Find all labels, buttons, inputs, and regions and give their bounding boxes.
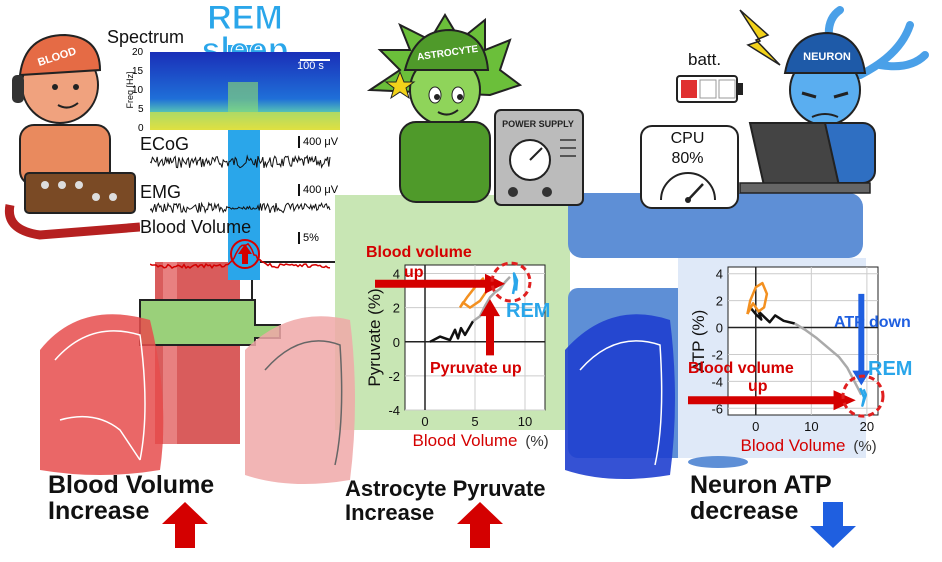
x-axis-unit: (%)	[853, 438, 876, 455]
astro-label-line1: Astrocyte Pyruvate	[345, 476, 546, 501]
vessel-highlight	[163, 262, 177, 444]
freq-tick-0: 0	[138, 123, 144, 134]
freq-tick-15: 15	[132, 66, 144, 77]
x-tick-label: 10	[518, 414, 532, 429]
blood-up-arrow-icon	[162, 502, 208, 548]
blood-volume-trace	[150, 239, 331, 270]
series-line-1	[746, 281, 769, 315]
spectrogram	[150, 52, 340, 130]
x-tick-label: 10	[804, 419, 818, 434]
blood-label-line1: Blood Volume	[48, 471, 215, 499]
bv-scale: 5%	[298, 232, 319, 244]
bv-up-label-line2: up	[748, 378, 768, 395]
y-tick-label: 0	[716, 321, 723, 336]
emg-label: EMG	[140, 182, 182, 202]
y-tick-label: 2	[716, 294, 723, 309]
x-axis-unit: (%)	[525, 433, 548, 450]
pyruvate-up-arrow-icon	[480, 299, 500, 356]
rem-highlight-circle	[490, 261, 532, 303]
neuron-top-bar	[568, 193, 863, 258]
ecog-label: ECoG	[140, 134, 190, 154]
y-tick-label: -4	[711, 374, 723, 389]
ecog-scale: 400 μV	[298, 136, 338, 148]
neuron-label-line1: Neuron ATP	[690, 471, 832, 499]
y-axis-label: ATP (%)	[689, 310, 708, 373]
battery-label: batt.	[688, 50, 722, 69]
power-supply-text: POWER SUPPLY	[502, 119, 574, 129]
neuron-character: NEURON	[739, 6, 929, 194]
emg-trace	[150, 201, 331, 214]
series-line-0	[749, 306, 795, 325]
x-axis-label: Blood Volume	[741, 436, 846, 455]
emg-scale: 400 μV	[298, 184, 338, 196]
x-tick-label: 20	[860, 419, 874, 434]
cortex-image-neuron	[565, 314, 748, 479]
series-line-0	[429, 320, 475, 343]
freq-tick-5: 5	[138, 104, 144, 115]
cpu-value: 80%	[671, 150, 704, 167]
rem-label: REM	[868, 358, 912, 380]
astro-label-line2: Increase	[345, 500, 435, 525]
atp-down-label: ATP down	[834, 314, 911, 331]
series-line-1	[472, 276, 511, 323]
neuron-atp-decrease-label: Neuron ATP decrease	[690, 472, 832, 524]
x-tick-label: 5	[471, 414, 478, 429]
y-tick-label: -2	[711, 347, 723, 362]
blood-character: BLOOD	[4, 33, 140, 240]
y-tick-label: 4	[393, 267, 400, 282]
series-line-3	[511, 272, 519, 295]
y-axis-label: Pyruvate (%)	[365, 288, 384, 386]
cpu-label: CPU	[670, 130, 705, 147]
power-supply: POWER SUPPLY	[494, 109, 584, 206]
battery-icon	[676, 75, 743, 103]
astrocyte-pyruvate-increase-label: Astrocyte Pyruvate Increase	[345, 477, 546, 525]
neuron-down-arrow-icon	[810, 502, 856, 548]
atp-down-arrow-icon	[852, 293, 871, 386]
y-tick-label: -6	[711, 401, 723, 416]
neuron-cap-text: NEURON	[803, 51, 851, 63]
x-tick-label: 0	[421, 414, 428, 429]
y-tick-label: -2	[388, 369, 400, 384]
blood-volume-increase-label: Blood Volume Increase	[48, 472, 214, 524]
pyruvate-up-label: Pyruvate up	[430, 360, 522, 377]
bv-up-label-line2: up	[404, 264, 424, 281]
y-tick-label: 2	[393, 301, 400, 316]
bv-up-arrow-icon	[375, 273, 505, 294]
cortex-image-blood	[40, 314, 164, 475]
speedometer-icon	[660, 172, 716, 203]
blood-label-line2: Increase	[48, 497, 150, 525]
lightning-icon	[739, 9, 781, 66]
rem-highlight-circle	[841, 374, 885, 418]
bv-up-arrow-icon	[238, 244, 252, 264]
bv-up-arrow-icon	[688, 390, 856, 411]
x-axis-label: Blood Volume	[413, 431, 518, 450]
bv-up-label-line1: Blood volume	[366, 244, 472, 261]
neuron-label-line2: decrease	[690, 497, 799, 525]
y-tick-label: -4	[388, 403, 400, 418]
freq-tick-20: 20	[132, 47, 144, 58]
rem-label: REM	[506, 300, 550, 322]
series-line-3	[859, 387, 868, 407]
freq-tick-10: 10	[132, 85, 144, 96]
ecog-trace	[150, 154, 331, 169]
y-tick-label: 4	[716, 267, 723, 282]
astrocyte-character: ASTROCYTE	[366, 13, 523, 203]
cortex-image-astrocyte	[245, 316, 355, 484]
blood-volume-label: Blood Volume	[140, 217, 252, 237]
time-scale-label: 100 s	[297, 60, 324, 72]
bv-up-label-line1: Blood volume	[688, 360, 794, 377]
y-tick-label: 0	[393, 335, 400, 350]
x-tick-label: 0	[752, 419, 759, 434]
spectrum-label: Spectrum	[107, 27, 185, 47]
series-line-2	[794, 322, 863, 396]
astrocyte-up-arrow-icon	[457, 502, 503, 548]
rem-title-line1: REM	[207, 0, 284, 37]
cpu-gauge-card	[640, 125, 739, 209]
